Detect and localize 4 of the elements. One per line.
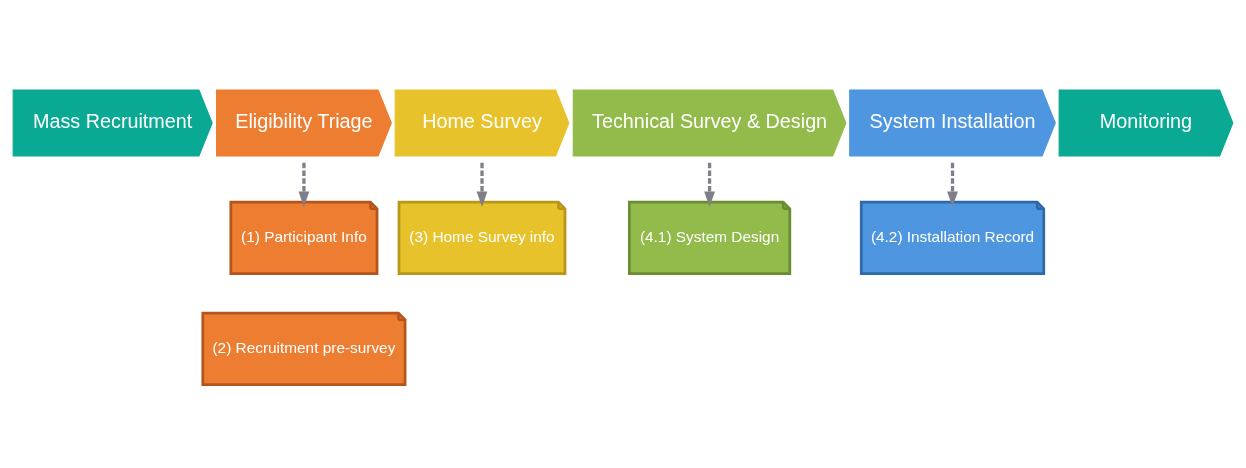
arrow — [704, 162, 715, 208]
arrow — [476, 162, 488, 208]
arrow — [947, 162, 958, 208]
arrow — [298, 162, 310, 208]
